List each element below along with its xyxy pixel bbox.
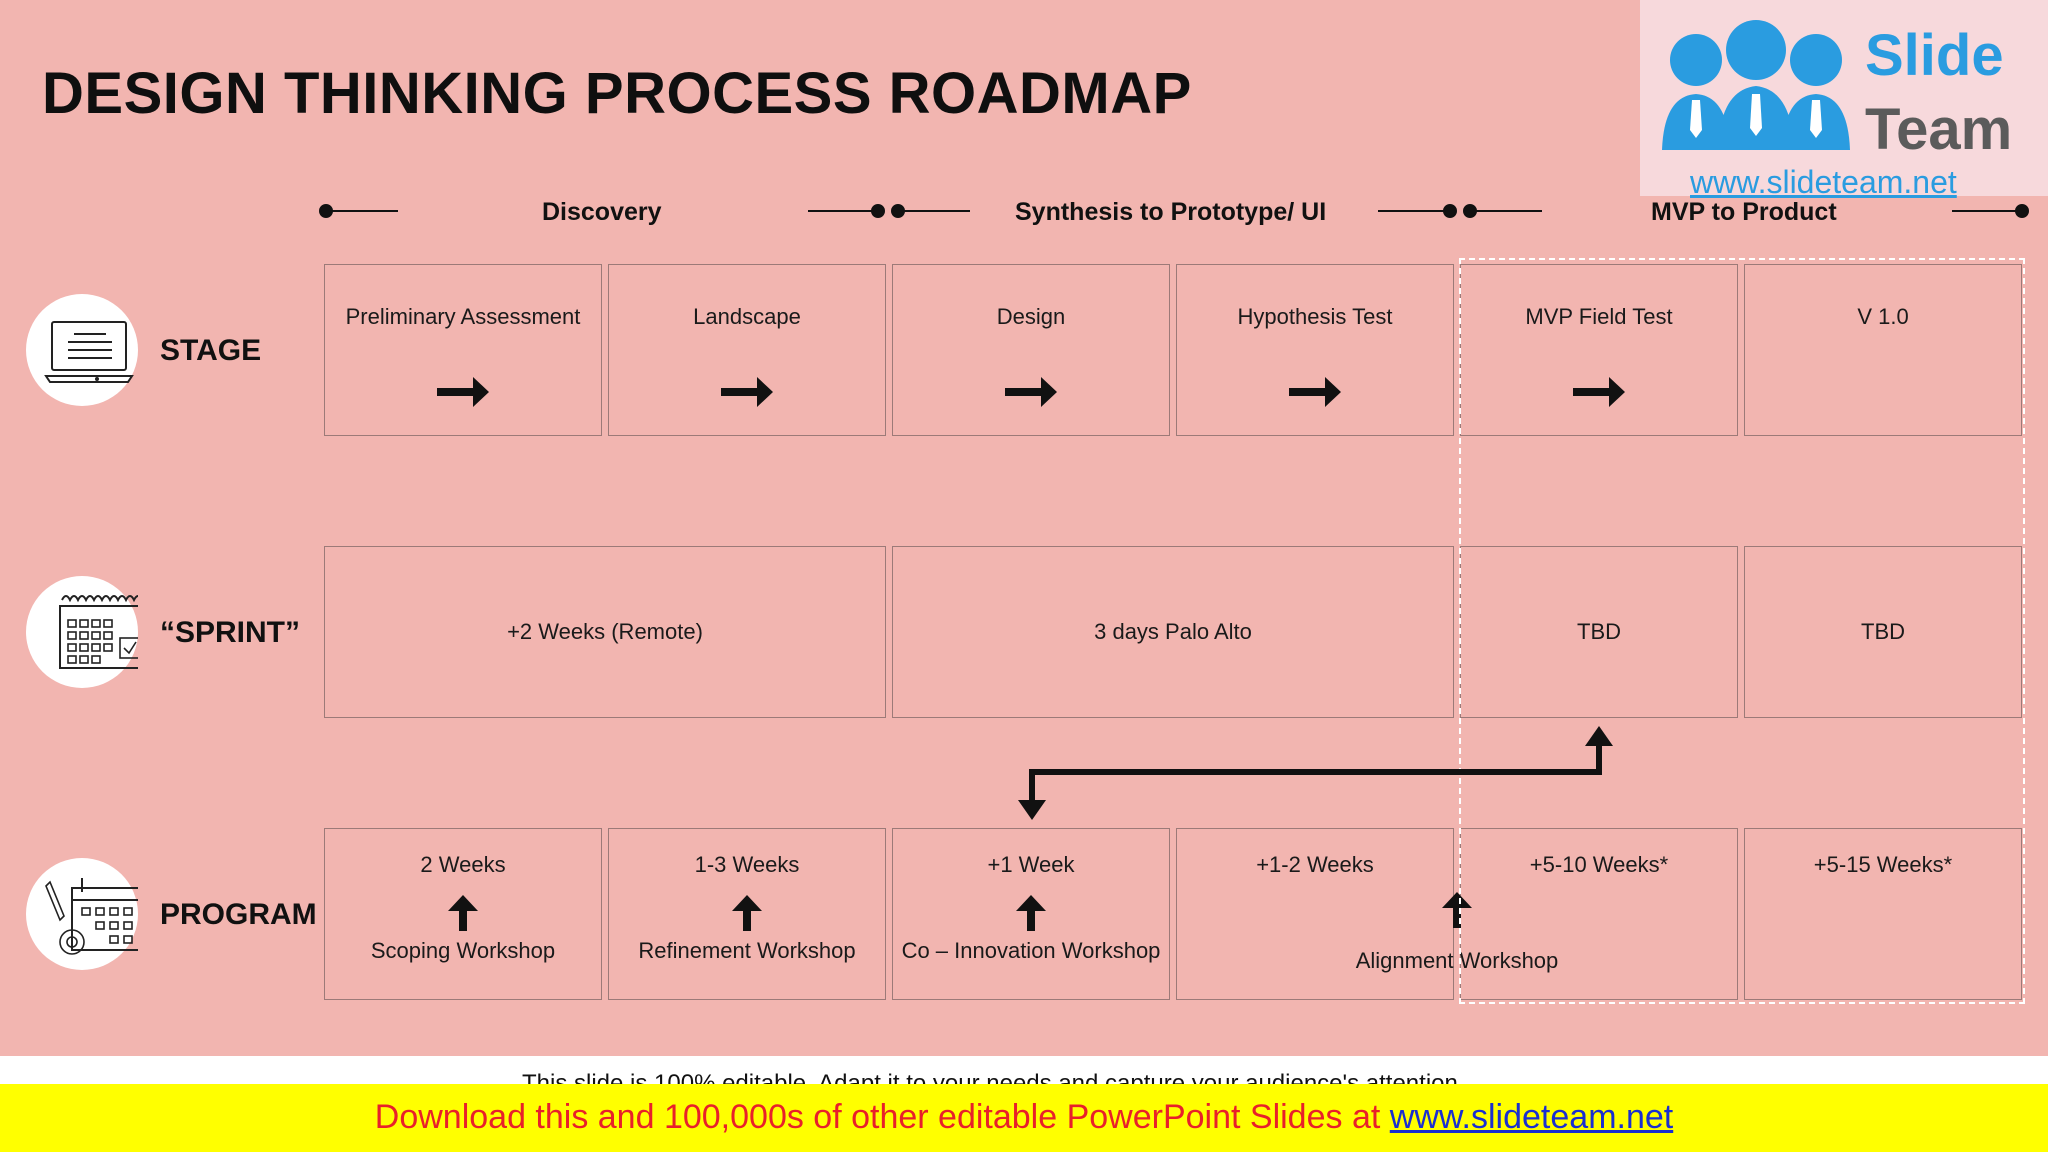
sprint-box-remote[interactable]: +2 Weeks (Remote) (324, 546, 886, 718)
program-workshop: Scoping Workshop (370, 938, 556, 963)
row-label-stage: STAGE (160, 334, 262, 367)
sprint-box-palo-alto[interactable]: 3 days Palo Alto (892, 546, 1454, 718)
stage-label: Design (996, 304, 1066, 329)
arrow-right-icon (1573, 377, 1625, 407)
logo-text-team: Team (1865, 97, 2013, 162)
stage-box-v1[interactable]: V 1.0 (1744, 264, 2022, 436)
sprint-box-tbd-2[interactable]: TBD (1744, 546, 2022, 718)
arrow-right-icon (1005, 377, 1057, 407)
arrow-right-icon (437, 377, 489, 407)
slideteam-logo[interactable]: Slide Team www.slideteam.net (1640, 0, 2048, 200)
row-label-program: PROGRAM (160, 898, 317, 931)
stage-label: Preliminary Assessment (345, 304, 581, 329)
logo-text-slide: Slide (1865, 23, 2004, 88)
phase-synthesis: Synthesis to Prototype/ UI (1015, 198, 1327, 226)
calendar-icon (59, 595, 149, 669)
program-box-3[interactable]: +1 Week Co – Innovation Workshop (892, 828, 1170, 1000)
stage-box-mvp-field-test[interactable]: MVP Field Test (1460, 264, 1738, 436)
stage-box-hypothesis-test[interactable]: Hypothesis Test (1176, 264, 1454, 436)
promo-line: Download this and 100,000s of other edit… (0, 1098, 2048, 1137)
program-duration: +5-10 Weeks* (1529, 852, 1669, 877)
sprint-box-tbd-1[interactable]: TBD (1460, 546, 1738, 718)
program-box-4[interactable]: +1-2 Weeks (1176, 828, 1454, 1000)
program-duration: 2 Weeks (420, 852, 506, 877)
program-duration: +5-15 Weeks* (1813, 852, 1953, 877)
program-duration: +1-2 Weeks (1256, 852, 1374, 877)
program-box-5[interactable]: +5-10 Weeks* (1460, 828, 1738, 1000)
program-duration: 1-3 Weeks (694, 852, 800, 877)
stage-box-design[interactable]: Design (892, 264, 1170, 436)
sprint-label: +2 Weeks (Remote) (507, 619, 703, 644)
arrow-right-icon (721, 377, 773, 407)
page-title: DESIGN THINKING PROCESS ROADMAP (42, 61, 1192, 126)
program-box-2[interactable]: 1-3 Weeks Refinement Workshop (608, 828, 886, 1000)
download-promo-bar: Download this and 100,000s of other edit… (0, 1084, 2048, 1152)
arrow-up-icon (448, 895, 478, 931)
stage-label: MVP Field Test (1525, 304, 1673, 329)
alignment-workshop-label: Alignment Workshop (1355, 948, 1559, 973)
stage-label: Landscape (693, 304, 801, 329)
program-row-icon-bg (26, 858, 153, 970)
program-workshop: Co – Innovation Workshop (901, 938, 1161, 963)
arrow-up-icon (1016, 895, 1046, 931)
stage-label: V 1.0 (1857, 304, 1909, 329)
stage-label: Hypothesis Test (1237, 304, 1393, 329)
promo-link[interactable]: www.slideteam.net (1389, 1098, 1674, 1136)
sprint-label: TBD (1861, 619, 1905, 644)
sprint-row-icon-bg (26, 576, 149, 688)
row-label-sprint: “SPRINT” (160, 616, 301, 649)
arrow-up-icon (1442, 892, 1472, 928)
sprint-label: TBD (1577, 619, 1621, 644)
program-box-1[interactable]: 2 Weeks Scoping Workshop (324, 828, 602, 1000)
phase-discovery: Discovery (542, 198, 662, 226)
program-box-6[interactable]: +5-15 Weeks* (1744, 828, 2022, 1000)
program-duration: +1 Week (987, 852, 1075, 877)
arrow-right-icon (1289, 377, 1341, 407)
sprint-label: 3 days Palo Alto (1094, 619, 1252, 644)
arrow-up-icon (732, 895, 762, 931)
editable-note: This slide is 100% editable. Adapt it to… (522, 1070, 1465, 1084)
laptop-icon (44, 321, 134, 383)
promo-text: Download this and 100,000s of other edit… (374, 1098, 1390, 1136)
logo-url[interactable]: www.slideteam.net (1690, 164, 1957, 200)
phase-mvp-product: MVP to Product (1651, 198, 1837, 226)
program-workshop: Refinement Workshop (638, 938, 856, 963)
stage-box-preliminary-assessment[interactable]: Preliminary Assessment (324, 264, 602, 436)
stage-box-landscape[interactable]: Landscape (608, 264, 886, 436)
people-icon (1662, 20, 1850, 150)
stage-row-icon-bg (26, 294, 138, 406)
editable-note-bar: This slide is 100% editable. Adapt it to… (0, 1056, 2048, 1084)
schedule-gear-icon (45, 878, 153, 955)
